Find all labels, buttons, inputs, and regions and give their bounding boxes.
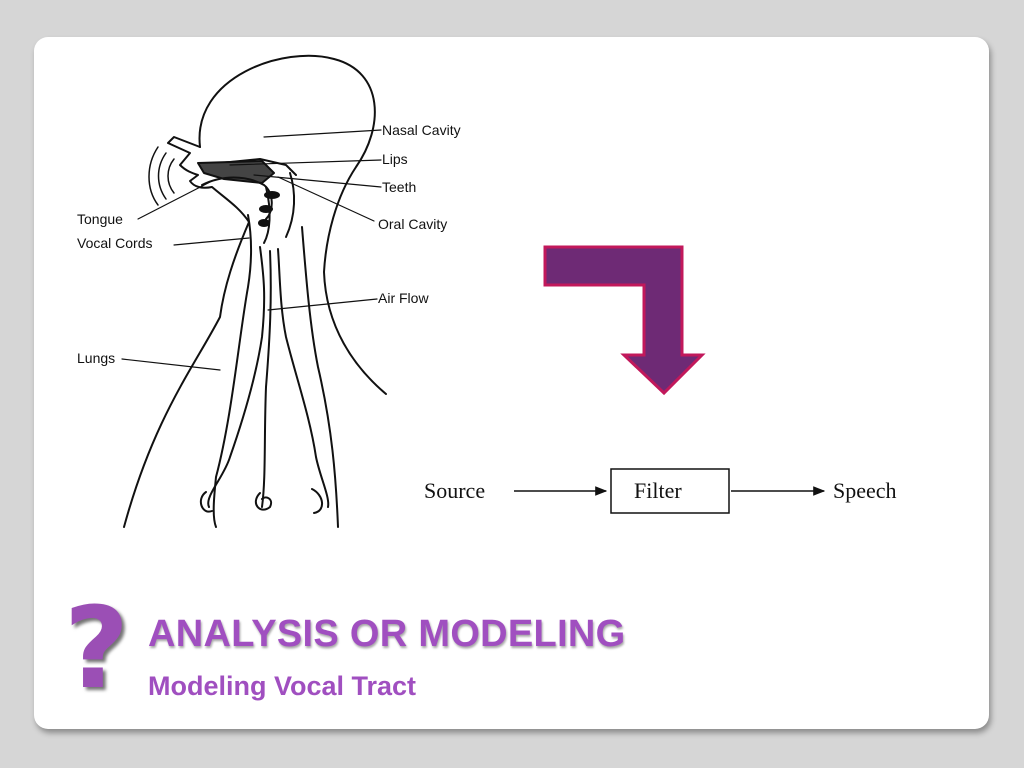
label-oral-cavity: Oral Cavity [378, 216, 447, 232]
throat [212, 214, 252, 528]
body-right [301, 226, 339, 528]
label-vocal-cords: Vocal Cords [77, 235, 152, 251]
label-air-flow: Air Flow [378, 290, 429, 306]
lung-loop-mid [254, 492, 272, 511]
slide-subtitle: Modeling Vocal Tract [148, 671, 417, 701]
label-teeth: Teeth [382, 179, 416, 195]
label-tongue: Tongue [77, 211, 123, 227]
bent-down-arrow-icon [543, 245, 706, 396]
label-nasal-cavity: Nasal Cavity [382, 122, 461, 138]
vocal-tract-illustration: Nasal Cavity Lips Teeth Oral Cavity Air … [77, 54, 461, 528]
source-filter-diagram: Source Filter Speech [424, 468, 897, 514]
slide-title: ANALYSIS OR MODELING [148, 613, 626, 655]
sound-waves-icon [148, 146, 175, 206]
slide: Nasal Cavity Lips Teeth Oral Cavity Air … [34, 37, 989, 729]
question-mark-icon: ? [64, 584, 129, 714]
lung-loop-left [199, 491, 213, 513]
face-outline [123, 136, 250, 528]
filter-label: Filter [634, 478, 682, 503]
head-outline [198, 54, 387, 395]
trachea [207, 246, 266, 508]
speech-label: Speech [833, 478, 897, 503]
filter-box [610, 468, 730, 514]
label-lips: Lips [382, 151, 408, 167]
label-lungs: Lungs [77, 350, 115, 366]
source-label: Source [424, 478, 485, 503]
lung-loop-right [311, 488, 323, 514]
